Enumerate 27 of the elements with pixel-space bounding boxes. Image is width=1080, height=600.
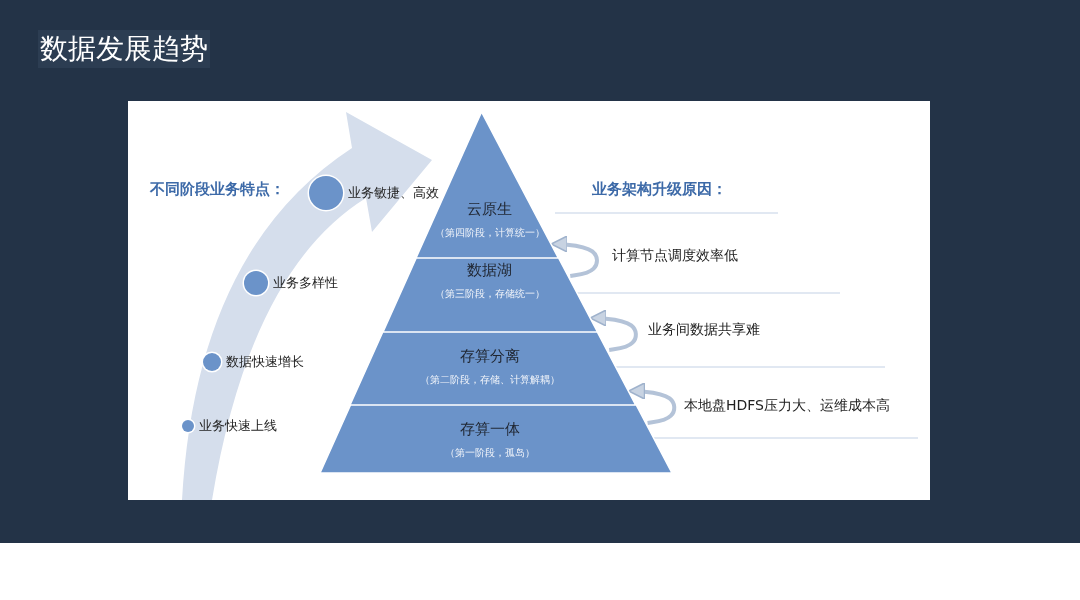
pyramid-layer [350,332,637,405]
edge-label: 业务间数据共享难 [648,321,760,339]
layer-subtitle: （第一阶段，孤岛） [445,446,535,460]
pyramid-layer [383,258,598,332]
slide-title: 数据发展趋势 [38,30,210,68]
bullet-circle [182,420,194,432]
stage-feature-text: 业务敏捷、高效 [348,184,439,202]
curved-arrow [550,235,599,278]
section-heading: 业务架构升级原因： [592,180,727,199]
edge-label: 本地盘HDFS压力大、运维成本高 [684,397,890,415]
bullet-circle [309,176,343,210]
stage-feature-text: 数据快速增长 [226,353,304,371]
stage-feature-text: 业务快速上线 [199,417,277,435]
layer-title: 数据湖 [467,261,513,280]
layer-subtitle: （第二阶段，存储、计算解耦） [420,373,560,387]
section-heading: 不同阶段业务特点： [150,180,285,199]
pyramid-layer [319,405,672,473]
layer-subtitle: （第四阶段，计算统一） [435,226,545,240]
layer-subtitle: （第三阶段，存储统一） [435,287,545,301]
edge-label: 计算节点调度效率低 [612,247,738,265]
layer-title: 云原生 [467,200,513,219]
bullet-circle [244,271,268,295]
stage-feature-text: 业务多样性 [273,274,338,292]
curved-arrow [589,309,638,352]
layer-title: 存算分离 [460,347,520,366]
layer-title: 存算一体 [460,420,520,439]
bullet-circle [203,353,221,371]
